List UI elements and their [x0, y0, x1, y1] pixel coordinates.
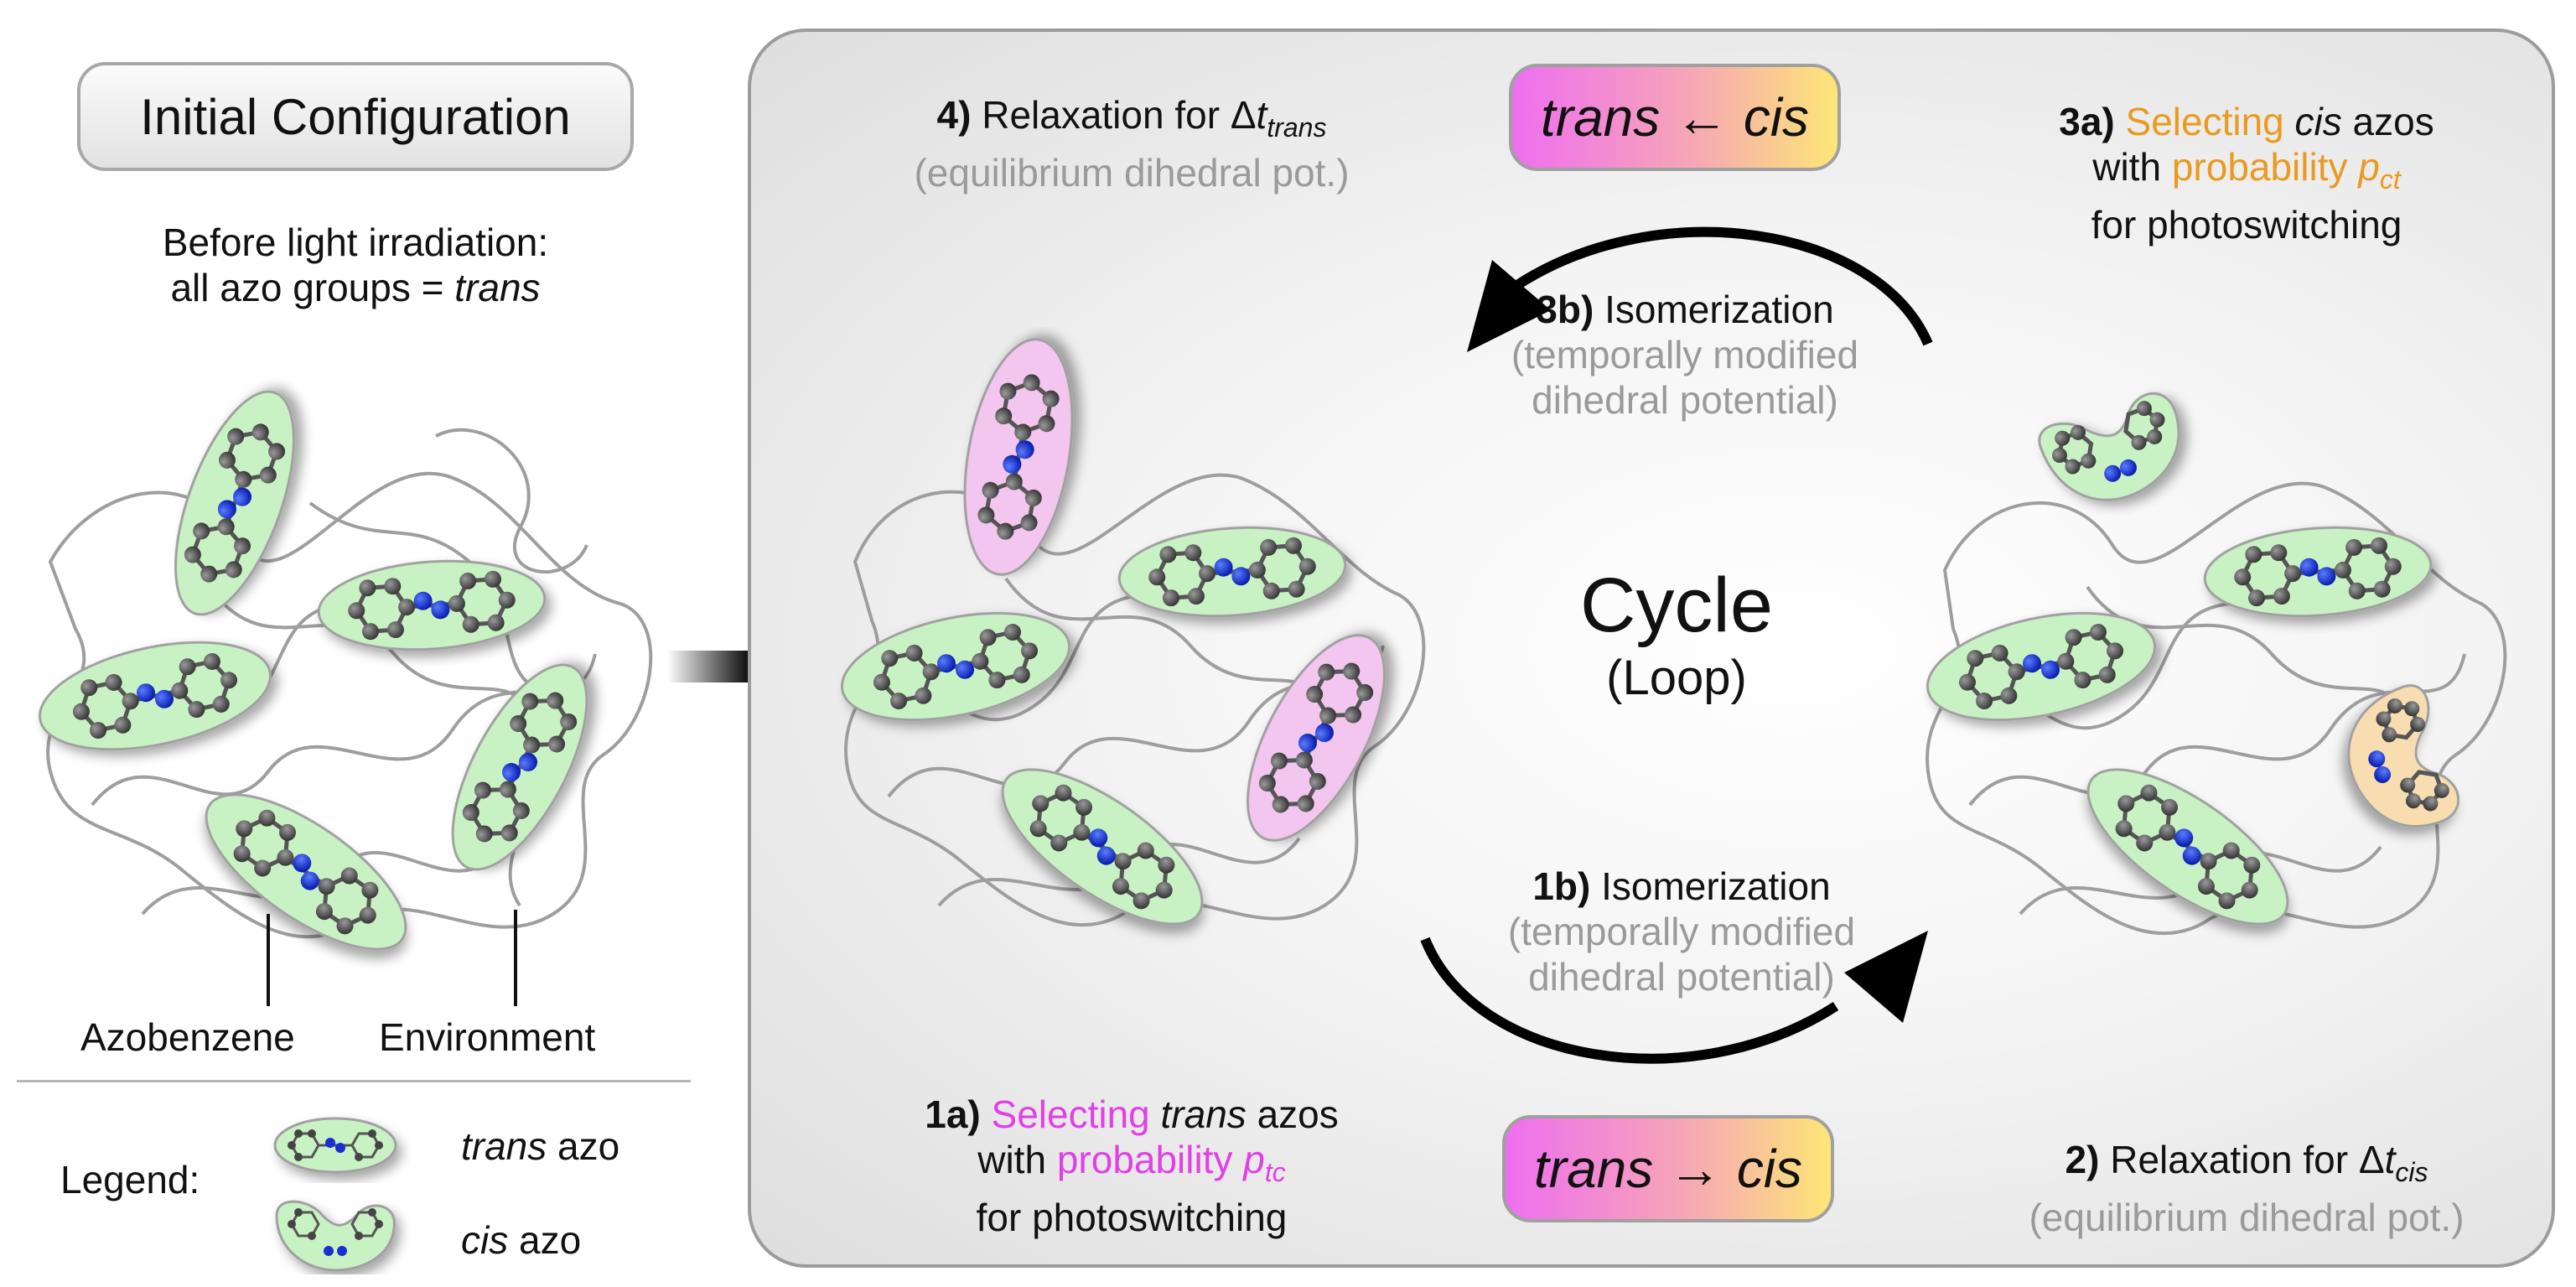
legend-cis-rest: azo	[508, 1218, 582, 1262]
step3b-note1: (temporally modified	[1511, 333, 1859, 376]
step3a-azos: azos	[2341, 100, 2434, 143]
trans-azo-molecule	[451, 663, 588, 871]
step1b-text: Isomerization	[1590, 864, 1831, 908]
step1a-p: p	[1243, 1138, 1265, 1181]
cycle-cluster-after-1	[840, 338, 1426, 927]
legend-label: Legend:	[60, 1158, 200, 1201]
step3a-selecting: Selecting	[2114, 100, 2295, 143]
step1a-line1: 1a) Selecting trans azos	[872, 1092, 1392, 1137]
step1a-selecting: Selecting	[980, 1092, 1161, 1136]
step1b-note1: (temporally modified	[1507, 910, 1856, 953]
step1a-trans: trans	[1160, 1092, 1247, 1136]
trans-azo-molecule	[2086, 768, 2289, 926]
cis-switched-trans-molecule	[963, 338, 1074, 576]
step1b-label: 1b) Isomerization (temporally modified d…	[1422, 864, 1941, 999]
step3a-line1: 3a) Selecting cis azos	[1987, 99, 2506, 144]
legend-cis-icon	[275, 1200, 396, 1272]
step3a-with: with	[2092, 145, 2172, 189]
cycle-title: Cycle	[1579, 563, 1774, 648]
selected-cis-azo-molecule	[2347, 684, 2460, 828]
trans-azo-molecule	[174, 390, 295, 616]
pill-trans-from-cis: trans ← cis	[1509, 64, 1841, 171]
trans-azo-molecule	[1117, 526, 1347, 618]
legend-trans-icon	[273, 1117, 397, 1174]
step3b-title: 3b) Isomerization	[1425, 287, 1945, 332]
legend-icons	[273, 1117, 397, 1272]
legend-trans-text: trans azo	[461, 1124, 619, 1169]
step1a-line3: for photoswitching	[976, 1196, 1288, 1240]
legend-trans-em: trans	[461, 1124, 547, 1168]
before-irradiation-text: Before light irradiation: all azo groups…	[77, 220, 634, 310]
trans-azo-molecule	[205, 793, 407, 951]
azobenzene-label: Azobenzene	[80, 1015, 295, 1059]
step3b-label: 3b) Isomerization (temporally modified d…	[1425, 287, 1945, 423]
before-irradiation-line2: all azo groups = trans	[77, 265, 634, 310]
initial-configuration-title: Initial Configuration	[140, 88, 571, 145]
legend-cis-em: cis	[461, 1218, 509, 1262]
step2-note: (equilibrium dihedral pot.)	[2029, 1196, 2465, 1240]
step4-note: (equilibrium dihedral pot.)	[914, 151, 1350, 195]
step3a-cis: cis	[2294, 100, 2342, 143]
arrow-3b-top	[1467, 226, 1933, 352]
step1a-line2: with probability ptc	[872, 1137, 1392, 1195]
initial-polymer-cluster	[39, 390, 653, 1006]
cycle-subtitle: (Loop)	[1606, 651, 1747, 705]
step3a-num: 3a)	[2059, 100, 2115, 143]
step3a-p: p	[2358, 145, 2380, 189]
step2-label: 2) Relaxation for Δtcis (equilibrium dih…	[1962, 1137, 2532, 1240]
legend-cis-text: cis azo	[461, 1217, 581, 1263]
step4-sub: trans	[1267, 112, 1327, 143]
step2-title: 2) Relaxation for Δtcis	[1962, 1137, 2532, 1195]
step3a-label: 3a) Selecting cis azos with probability …	[1987, 99, 2506, 247]
step4-text: Relaxation for Δ	[971, 93, 1257, 137]
step3a-line3: for photoswitching	[2091, 203, 2402, 247]
step1a-psub: tc	[1264, 1157, 1286, 1188]
trans-azo-molecule	[2203, 526, 2433, 618]
step2-num: 2)	[2065, 1138, 2100, 1181]
cis-azo-molecule	[2038, 392, 2180, 501]
step1a-azos: azos	[1246, 1092, 1339, 1136]
arrow-1b-bottom	[1420, 931, 1928, 1064]
step3b-note2: dihedral potential)	[1532, 378, 1838, 422]
legend-divider	[17, 1080, 691, 1082]
step4-title: 4) Relaxation for Δttrans	[847, 92, 1417, 150]
trans-azo-molecule	[39, 641, 272, 751]
step1b-num: 1b)	[1532, 864, 1591, 908]
step1a-probability: probability	[1056, 1138, 1244, 1181]
before-line2-prefix: all azo groups =	[170, 266, 455, 309]
trans-azo-molecule	[840, 611, 1071, 722]
step3a-line2: with probability pct	[1987, 144, 2506, 202]
cycle-center-label: Cycle (Loop)	[1492, 562, 1861, 708]
trans-azo-molecule	[317, 559, 547, 651]
before-irradiation-line1: Before light irradiation:	[162, 221, 549, 264]
step2-text: Relaxation for Δ	[2099, 1138, 2385, 1181]
step4-t: t	[1256, 93, 1267, 137]
step1a-num: 1a)	[925, 1092, 981, 1136]
step4-num: 4)	[936, 93, 972, 137]
environment-label: Environment	[379, 1015, 596, 1059]
initial-configuration-box: Initial Configuration	[77, 62, 634, 171]
before-line2-trans: trans	[454, 266, 541, 309]
step1a-label: 1a) Selecting trans azos with probabilit…	[872, 1092, 1392, 1240]
trans-azo-molecule	[1001, 768, 1204, 926]
cis-switched-trans-molecule	[1247, 634, 1386, 842]
cycle-cluster-after-2	[1926, 392, 2507, 936]
step1a-with: with	[977, 1138, 1057, 1181]
step4-label: 4) Relaxation for Δttrans (equilibrium d…	[847, 92, 1417, 195]
step3a-probability: probability	[2171, 145, 2359, 189]
trans-azo-molecule	[1926, 611, 2157, 722]
step1b-note2: dihedral potential)	[1528, 955, 1835, 999]
pill-trans-to-cis: trans → cis	[1502, 1115, 1834, 1222]
legend-trans-rest: azo	[547, 1124, 620, 1168]
step2-t: t	[2384, 1138, 2396, 1181]
step1b-title: 1b) Isomerization	[1422, 864, 1941, 909]
step3b-text: Isomerization	[1594, 288, 1834, 331]
step3a-psub: ct	[2379, 164, 2401, 195]
step2-sub: cis	[2395, 1157, 2428, 1188]
